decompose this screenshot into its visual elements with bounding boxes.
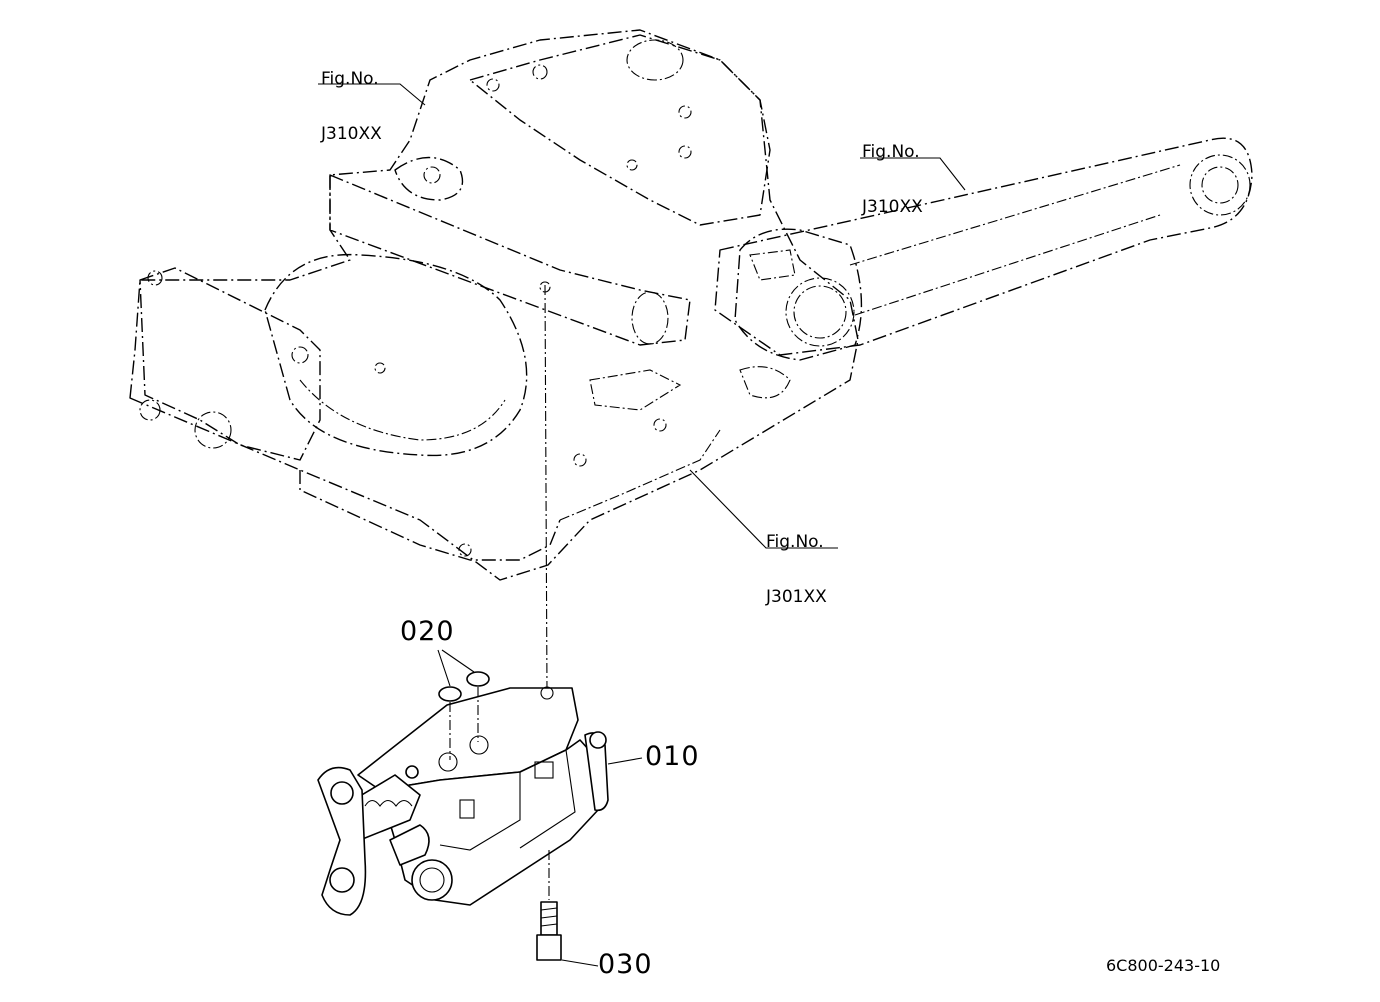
fig-ref-code: J310XX [862,197,923,217]
fig-ref-code: J310XX [321,124,382,144]
control-valve-body [317,686,609,916]
fig-ref-prefix: Fig.No. [862,142,920,162]
fig-ref-housing: Fig.No. J301XX [766,500,827,640]
hydraulic-housing-reference [129,29,859,581]
fig-ref-code: J301XX [766,587,827,607]
o-ring-seals [438,671,490,760]
fig-ref-lift-arm: Fig.No. J310XX [862,110,923,250]
part-number-020: 020 [400,616,455,647]
fig-ref-prefix: Fig.No. [766,532,824,552]
part-number-030: 030 [598,949,653,980]
reference-leader-lines [318,83,966,549]
hex-socket-bolt [536,850,562,961]
part-leader-lines [437,649,643,967]
drawing-number: 6C800-243-10 [1106,956,1221,975]
fig-ref-top-left: Fig.No. J310XX [321,37,382,177]
lift-arm-reference [714,137,1253,361]
alignment-center-line [544,284,548,693]
part-number-010: 010 [645,741,700,772]
fig-ref-prefix: Fig.No. [321,69,379,89]
